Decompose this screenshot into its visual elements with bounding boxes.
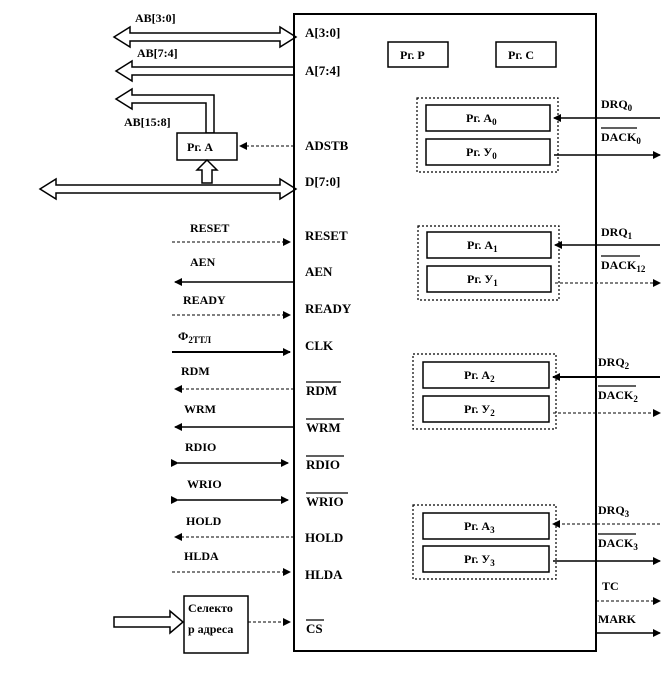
pin-cs: CS (306, 621, 323, 636)
pin-wrm: WRM (306, 420, 341, 435)
rg-y2 (422, 395, 550, 423)
ab158-label: AB[15:8] (124, 115, 171, 129)
mark-label: MARK (598, 612, 637, 626)
ab74-bus-arrow (114, 59, 295, 83)
rg-a-external (176, 132, 238, 161)
rg-a3-label: Рг. А3 (464, 519, 495, 535)
ab30-label: AB[3:0] (135, 11, 176, 25)
address-selector (183, 595, 249, 654)
pin-rdio: RDIO (306, 457, 340, 472)
pin-wrio: WRIO (306, 494, 344, 509)
rg-p-label: Рг. Р (400, 48, 425, 62)
dack2-label: DACK2 (598, 388, 638, 404)
phi-sub: 2ТТЛ (188, 335, 211, 345)
ab74-label: AB[7:4] (137, 46, 178, 60)
rg-a1-label: Рг. А1 (467, 238, 498, 254)
wrio-label: WRIO (187, 477, 222, 491)
rg-y0 (425, 138, 551, 166)
pin-adstb: ADSTB (305, 138, 349, 153)
rg-p (387, 41, 449, 68)
channel-0-group (416, 97, 559, 173)
phi-main: Ф (178, 329, 188, 343)
pin-clk: CLK (305, 338, 334, 353)
chip-body (293, 13, 597, 652)
rg-y0-label: Рг. У0 (466, 145, 497, 161)
pin-hlda: HLDA (305, 567, 343, 582)
data-to-rga-arrow (195, 158, 219, 184)
pin-hold: HOLD (305, 530, 343, 545)
reset-label: RESET (190, 221, 229, 235)
d70-bus-arrow (38, 177, 298, 201)
rg-c (495, 41, 557, 68)
pin-ready: READY (305, 301, 352, 316)
hlda-label: HLDA (184, 549, 219, 563)
aen-label: AEN (190, 255, 216, 269)
rg-c-label: Рг. С (508, 48, 534, 62)
rg-y1 (426, 265, 552, 293)
wrm-label: WRM (184, 402, 216, 416)
selector-line1: Селекто (188, 601, 233, 615)
drq2-label: DRQ2 (598, 355, 630, 371)
tc-label: TC (602, 579, 619, 593)
rg-y1-label: Рг. У1 (467, 272, 498, 288)
hold-label: HOLD (186, 514, 222, 528)
channel-1-group (417, 225, 560, 301)
dack3-label: DACK3 (598, 536, 638, 552)
ab30-bus-arrow (112, 25, 298, 49)
dack0-label: DACK0 (601, 130, 641, 146)
rg-y2-label: Рг. У2 (464, 402, 495, 418)
drq3-label: DRQ3 (598, 503, 630, 519)
pin-d70: D[7:0] (305, 174, 340, 189)
channel-3-group (412, 504, 557, 580)
dack1-label: DACK12 (601, 258, 646, 274)
pin-reset: RESET (305, 228, 348, 243)
drq0-label: DRQ0 (601, 97, 633, 113)
pin-rdm: RDM (306, 383, 337, 398)
rg-a2 (422, 361, 550, 389)
pin-aen: AEN (305, 264, 333, 279)
selector-line2: р адреса (188, 622, 233, 636)
rg-a3 (422, 512, 550, 540)
drq1-label: DRQ1 (601, 225, 633, 241)
pin-a30: A[3:0] (305, 25, 340, 40)
rg-a-external-label: Рг. А (187, 140, 213, 154)
channel-2-group (412, 353, 557, 430)
rg-a1 (426, 231, 552, 259)
rg-a0 (425, 104, 551, 132)
rg-y3-label: Рг. У3 (464, 552, 495, 568)
phi-label: Ф2ТТЛ (178, 329, 211, 345)
ready-label: READY (183, 293, 226, 307)
pin-a74: A[7:4] (305, 63, 340, 78)
rg-a0-label: Рг. А0 (466, 111, 497, 127)
rg-y3 (422, 545, 550, 573)
selector-input-arrow (113, 609, 185, 635)
rdio-label: RDIO (185, 440, 216, 454)
rg-a2-label: Рг. А2 (464, 368, 495, 384)
rdm-label: RDM (181, 364, 210, 378)
